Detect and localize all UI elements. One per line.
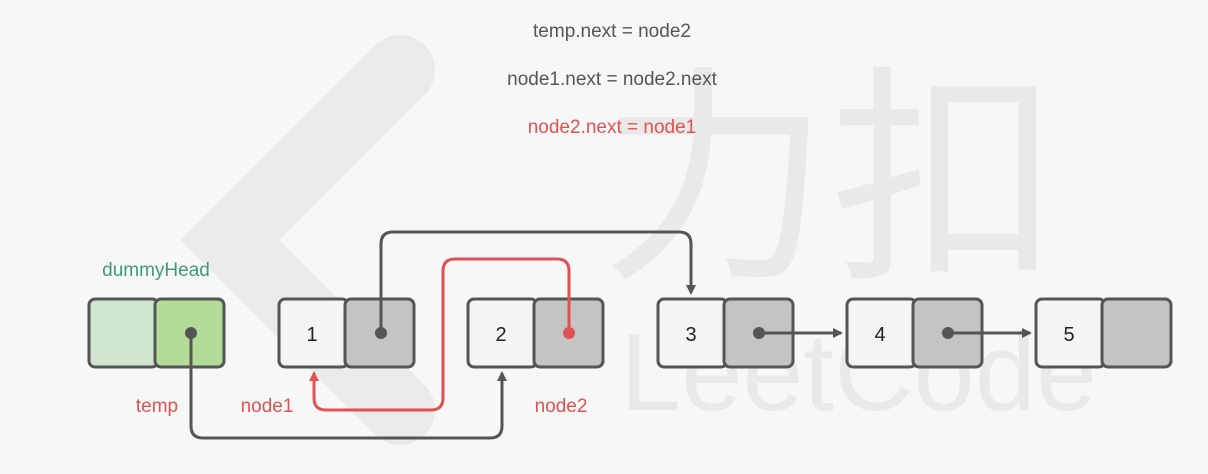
pointer-label-temp: temp: [136, 396, 178, 417]
pointer-label-node1: node1: [241, 396, 294, 417]
node-3-value: 3: [685, 324, 696, 346]
dummy-head-label: dummyHead: [102, 260, 210, 281]
node-1-value: 1: [306, 324, 317, 346]
arrow-node1-to-node3: [379, 230, 696, 333]
dummy-pointer-dot: [185, 327, 197, 339]
arrow-node2-to-node1: [309, 257, 571, 412]
arrow-temp-to-node2: [189, 333, 507, 440]
dummy-value-cell: [87, 297, 160, 369]
node-3-pointer-dot: [753, 327, 765, 339]
node-2-value: 2: [495, 324, 506, 346]
code-line-1: temp.next = node2: [533, 21, 691, 42]
node-1: 1: [277, 297, 416, 369]
node-4-value: 4: [874, 324, 885, 346]
code-line-2: node1.next = node2.next: [507, 69, 717, 90]
dummy-node: [87, 297, 226, 369]
node-5-next-cell: [1100, 297, 1173, 369]
node-5-value: 5: [1063, 324, 1074, 346]
watermark-text: 力扣: [600, 52, 1060, 309]
node-4-pointer-dot: [942, 327, 954, 339]
node-2-pointer-dot: [563, 327, 575, 339]
watermark: 力扣 LeetCode: [180, 35, 1097, 445]
code-line-3: node2.next = node1: [528, 117, 697, 138]
pointer-label-node2: node2: [535, 396, 588, 417]
node-5: 5: [1034, 297, 1173, 369]
node-2: 2: [466, 297, 605, 369]
node-1-pointer-dot: [375, 327, 387, 339]
